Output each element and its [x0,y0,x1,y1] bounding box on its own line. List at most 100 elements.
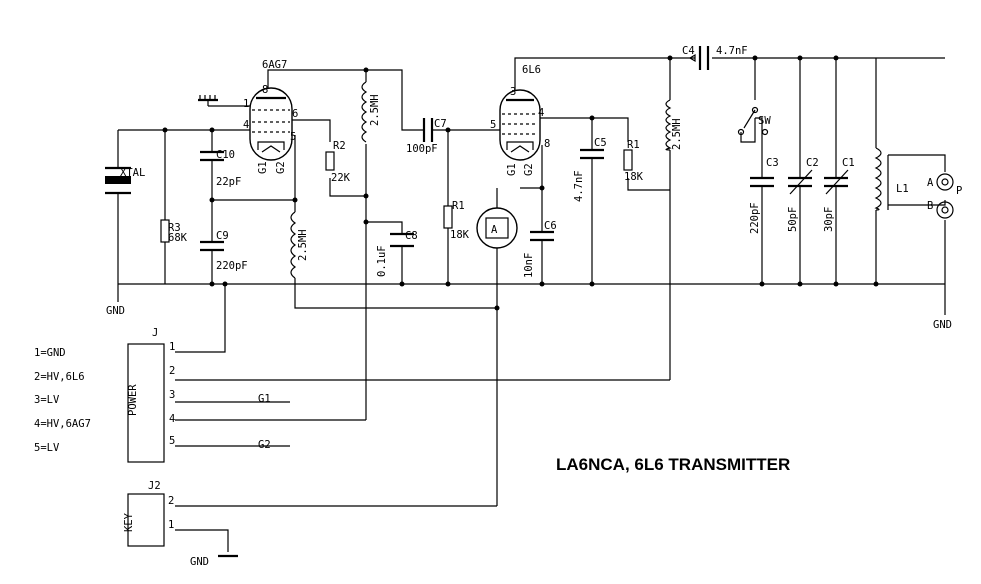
capacitor-c7: C7 100pF [406,118,447,155]
ground-labels: GND GND GND [106,305,952,568]
sw-label: SW [758,115,771,127]
capacitor-c9: C9 220pF [200,230,248,272]
legend-item-4: 4=HV,6AG7 [34,418,91,430]
tube-6ag7-pin5: 5 [290,131,296,143]
tube-6ag7-g2: G2 [275,161,287,174]
c3-label: C3 [766,157,779,169]
c3-value: 220pF [749,202,761,234]
power-pin-4: 4 [169,413,175,425]
c9-label: C9 [216,230,229,242]
resistor-r2: R2 22K [325,140,351,184]
ground-symbol-6ag7 [198,95,218,102]
diagram-title: LA6NCA, 6L6 TRANSMITTER [556,455,790,474]
c7-value: 100pF [406,143,438,155]
capacitor-c6: C6 10nF [523,220,557,278]
legend-item-1: 1=GND [34,347,66,359]
c8-label: C8 [405,230,418,242]
r3-value: 68K [168,232,188,244]
meter: A [476,207,518,249]
tube-6ag7-name: 6AG7 [262,59,287,71]
output-terminals: A B P [927,173,962,219]
resistor-r1-screen: R1 18K [623,139,644,183]
power-pin-1: 1 [169,341,175,353]
wiring [117,57,946,552]
gnd-key-label: GND [190,556,209,568]
inductor-osc-screen-value: 2.5MH [297,229,309,261]
tube-6l6-g1: G1 [506,163,518,176]
r3-label: R3 [168,222,181,234]
meter-label: A [491,224,498,236]
c10-label: C10 [216,149,235,161]
capacitor-c2: C2 50pF [787,157,819,232]
resistor-r1-grid: R1 18K [443,200,470,241]
tube-6l6-pin8: 8 [544,138,550,150]
key-pin-2: 2 [168,495,174,507]
r1-screen-label: R1 [627,139,640,151]
tube-6l6-pin4: 4 [538,107,544,119]
r1-grid-label: R1 [452,200,465,212]
power-pin-3: 3 [169,389,175,401]
power-connector-label: POWER [127,384,139,416]
c6-value: 10nF [523,253,535,278]
tube-6ag7-g1: G1 [257,161,269,174]
key-connector-j2: J2 KEY 2 1 [123,480,174,547]
tube-6ag7: 6AG7 8 1 4 6 5 G1 G2 [243,59,298,174]
power-pin-2: 2 [169,365,175,377]
switch-sw: SW [737,106,771,143]
capacitor-c5: C5 4.7nF [573,137,607,202]
c6-label: C6 [544,220,557,232]
tube-6ag7-pin4: 4 [243,119,249,131]
tube-6l6-pin5: 5 [490,119,496,131]
tube-6l6-g2: G2 [523,163,535,176]
l1-label: L1 [896,183,909,195]
resistor-r3: R3 68K [160,219,188,244]
c5-value: 4.7nF [573,170,585,202]
legend-item-5: 5=LV [34,442,60,454]
r2-label: R2 [333,140,346,152]
c1-value: 30pF [823,207,835,232]
power-g2-label: G2 [258,439,271,451]
terminal-p-label: P [956,185,962,197]
c8-value: 0.1uF [376,245,388,277]
r1-screen-value: 18K [624,171,644,183]
inductor-l1: L1 [874,147,909,211]
power-pin-5: 5 [169,435,175,447]
tube-6l6-pin3: 3 [510,86,516,98]
capacitor-c3: C3 220pF [749,157,779,234]
c1-label: C1 [842,157,855,169]
power-g1-label: G1 [258,393,271,405]
inductor-pa-plate: 2.5MH [665,99,683,151]
c9-value: 220pF [216,260,248,272]
terminal-b-label: B [927,200,933,212]
capacitor-c4: C4 4.7nF [682,45,748,70]
tube-6l6-name: 6L6 [522,64,541,76]
inductor-osc-plate: 2.5MH [361,81,381,143]
tube-6ag7-pin8: 8 [262,84,268,96]
crystal-xtal: XTAL [105,166,145,195]
c10-value: 22pF [216,176,241,188]
legend-item-3: 3=LV [34,394,60,406]
legend-item-2: 2=HV,6L6 [34,371,85,383]
power-connector-j: J POWER 1 2 3 4 5 G1 G2 [127,327,271,463]
inductor-osc-screen: 2.5MH [290,211,309,279]
gnd-left-label: GND [106,305,125,317]
key-connector-label: KEY [123,512,135,532]
terminal-a-label: A [927,177,934,189]
capacitor-c8: C8 0.1uF [376,230,418,277]
capacitor-c10: C10 22pF [200,149,241,188]
xtal-label: XTAL [120,167,145,179]
gnd-right-label: GND [933,319,952,331]
c7-label: C7 [434,118,447,130]
c2-label: C2 [806,157,819,169]
tube-6l6: 6L6 3 5 4 8 G1 G2 [490,64,550,176]
inductor-osc-plate-value: 2.5MH [369,94,381,126]
r2-value: 22K [331,172,351,184]
key-pin-1: 1 [168,519,174,531]
power-connector-name: J [152,327,158,339]
c5-label: C5 [594,137,607,149]
inductor-pa-plate-value: 2.5MH [671,118,683,150]
capacitor-c1: C1 30pF [823,157,855,232]
r1-grid-value: 18K [450,229,470,241]
key-connector-name: J2 [148,480,161,492]
